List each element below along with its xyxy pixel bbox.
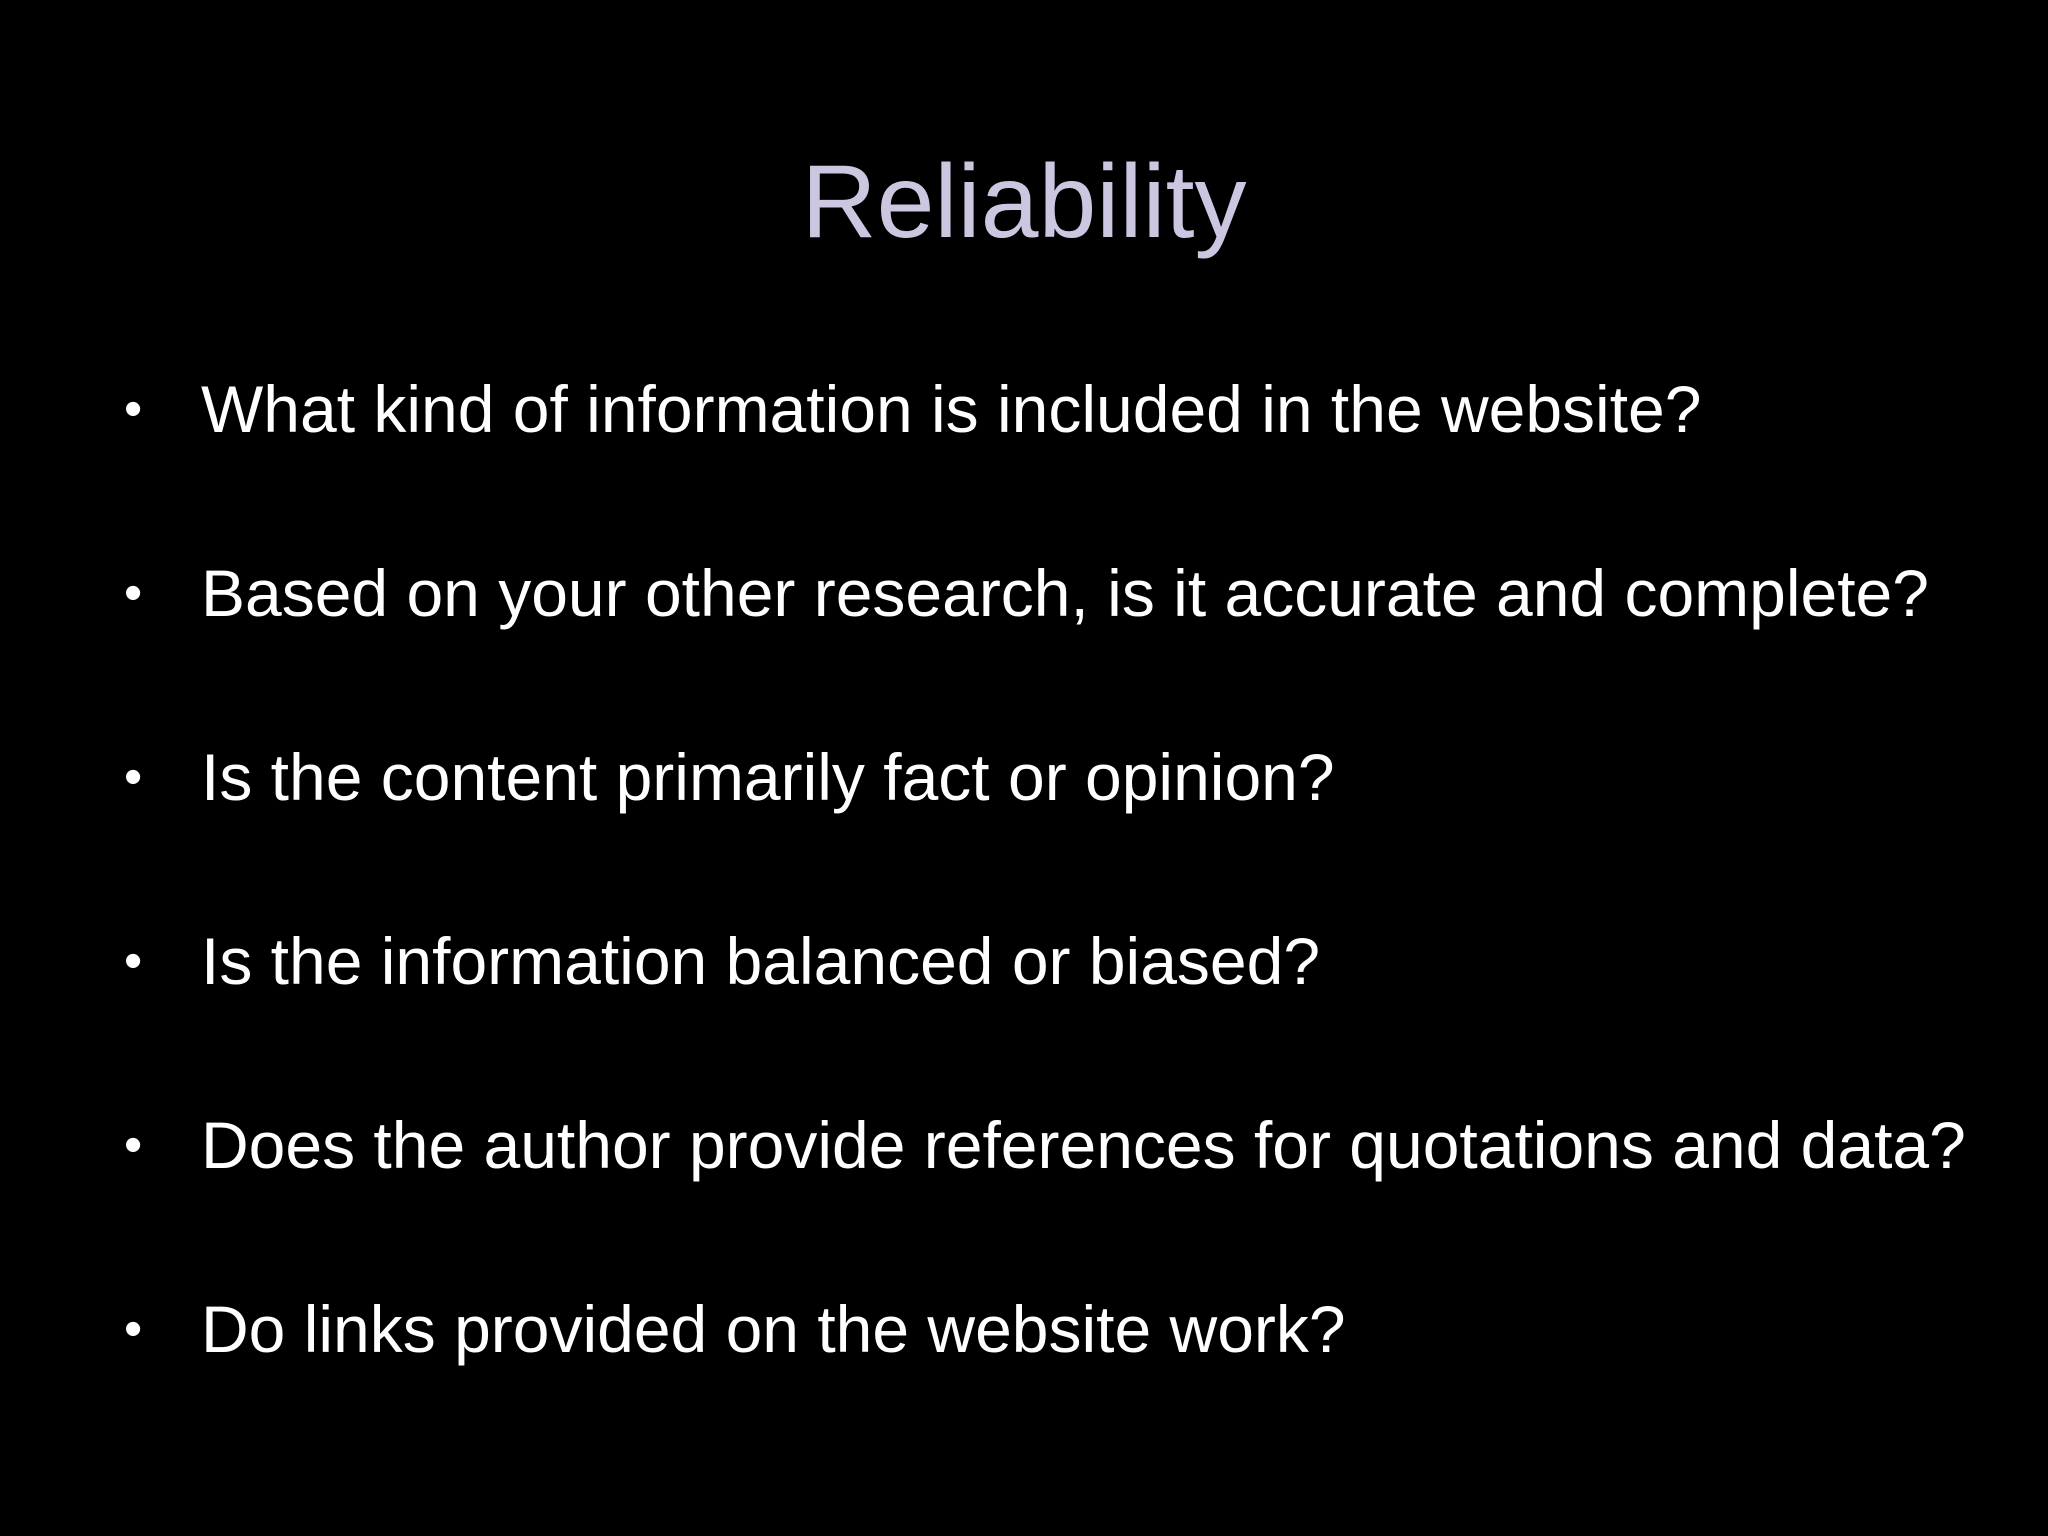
bullet-dot-icon: • [124, 1300, 143, 1358]
bullet-text: Does the author provide references for q… [201, 1108, 1966, 1182]
bullet-text: What kind of information is included in … [201, 372, 1702, 446]
bullet-dot-icon: • [124, 932, 143, 990]
bullet-text: Is the content primarily fact or opinion… [201, 740, 1335, 814]
bullet-list: • What kind of information is included i… [124, 368, 1984, 1370]
bullet-item: • What kind of information is included i… [124, 368, 1984, 450]
bullet-item: • Is the content primarily fact or opini… [124, 736, 1984, 818]
bullet-dot-icon: • [124, 748, 143, 806]
bullet-item: • Is the information balanced or biased? [124, 920, 1984, 1002]
slide-title: Reliability [801, 144, 1247, 260]
bullet-text: Do links provided on the website work? [201, 1292, 1346, 1366]
bullet-item: • Does the author provide references for… [124, 1104, 1984, 1186]
bullet-item: • Do links provided on the website work? [124, 1288, 1984, 1370]
bullet-dot-icon: • [124, 380, 143, 438]
bullet-dot-icon: • [124, 1116, 143, 1174]
bullet-text: Is the information balanced or biased? [201, 924, 1321, 998]
bullet-item: • Based on your other research, is it ac… [124, 552, 1984, 634]
bullet-dot-icon: • [124, 564, 143, 622]
bullet-text: Based on your other research, is it accu… [201, 556, 1929, 630]
